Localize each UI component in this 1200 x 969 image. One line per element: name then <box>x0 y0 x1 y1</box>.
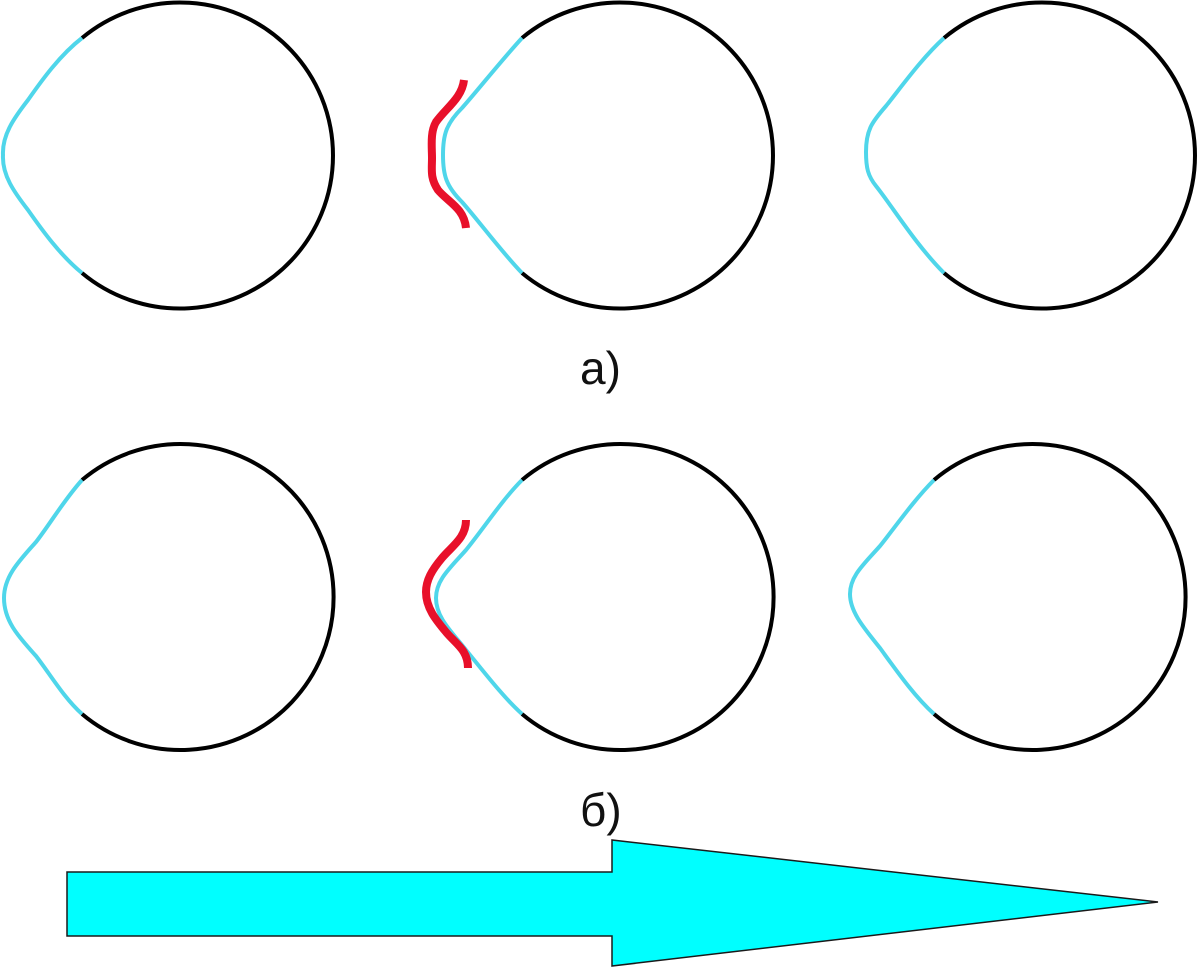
circle-b-3 <box>847 442 1188 752</box>
circle-outline <box>932 442 1188 752</box>
caption-b: б) <box>580 784 622 836</box>
circle-outline <box>80 442 336 752</box>
deformed-segment <box>863 36 946 275</box>
circle-a-2 <box>427 0 775 311</box>
deformed-segment <box>440 36 524 275</box>
deformed-segment <box>433 478 524 716</box>
circle-a-3 <box>863 0 1197 311</box>
right-arrow-icon <box>66 839 1159 967</box>
deformed-segment <box>0 36 84 275</box>
deformed-segment <box>1 478 84 716</box>
circle-b-1 <box>1 442 336 752</box>
circle-outline <box>942 0 1197 311</box>
row-a: а) <box>0 0 1197 394</box>
circle-outline <box>520 442 776 752</box>
arrow-shape <box>66 839 1159 967</box>
circle-b-2 <box>421 442 776 752</box>
caption-a: а) <box>580 342 621 394</box>
row-b: б) <box>1 442 1188 836</box>
circle-outline <box>520 0 775 311</box>
deformed-segment <box>847 478 936 716</box>
contact-surface <box>421 519 472 669</box>
contact-surface <box>427 79 470 229</box>
circle-outline <box>80 0 335 311</box>
circle-a-1 <box>0 0 335 311</box>
